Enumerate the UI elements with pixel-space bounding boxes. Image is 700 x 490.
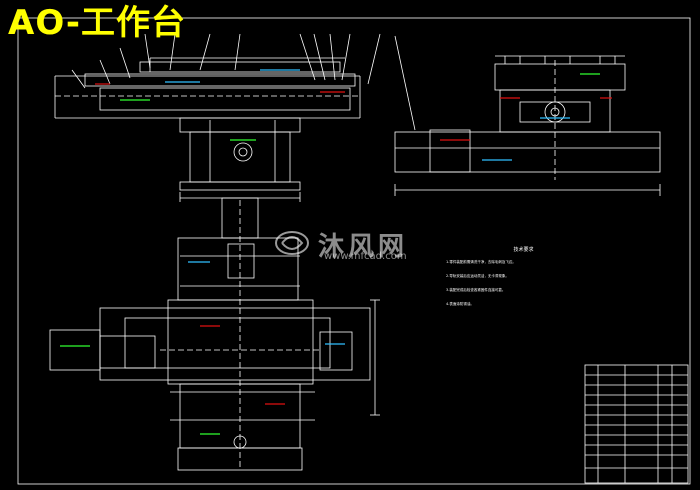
- note-item: 1.零件装配前需清洗干净，去除毛刺及飞边。: [446, 260, 516, 264]
- note-item: 4.表面涂防锈油。: [446, 302, 474, 306]
- note-item: 2.导轨安装后应运动灵活，无卡滞现象。: [446, 274, 509, 278]
- drawing-title: AO-工作台: [8, 3, 186, 43]
- watermark-name: 沐风网: [318, 232, 409, 262]
- technical-requirements: 技术要求 1.零件装配前需清洗干净，去除毛刺及飞边。 2.导轨安装后应运动灵活，…: [446, 246, 581, 316]
- sheet-border: [17, 17, 691, 485]
- side-elevation-view: [394, 35, 661, 196]
- notes-heading: 技术要求: [513, 247, 534, 253]
- cyan-detail-marks: [165, 69, 570, 345]
- plan-view: [49, 197, 380, 471]
- watermark-logo-icon: [275, 231, 309, 255]
- front-elevation-view: [54, 33, 381, 202]
- watermark-url: www.mfcad.com: [324, 251, 407, 262]
- green-detail-marks: [60, 73, 600, 435]
- title-block: [584, 364, 689, 484]
- red-detail-marks: [95, 83, 612, 405]
- note-item: 3.装配完成后检查各紧固件连接可靠。: [446, 288, 506, 292]
